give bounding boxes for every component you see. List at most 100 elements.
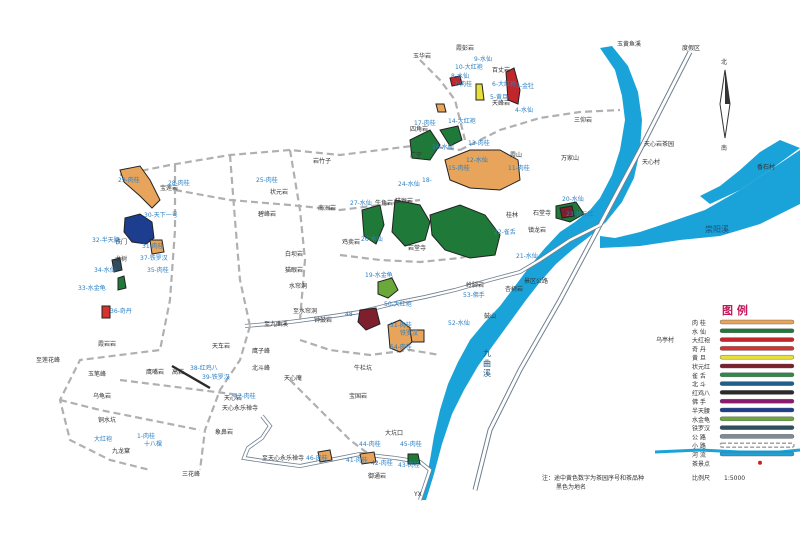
- legend-item-label: 公 路: [692, 433, 706, 441]
- legend-item-label: 大红袍: [692, 337, 710, 345]
- place-label: 水帘洞: [289, 282, 307, 290]
- legend-item-label: 铁罗汉: [692, 425, 710, 433]
- legend-dot-icon: [758, 460, 762, 465]
- legend-swatch: [719, 390, 795, 395]
- plot-label: 32-半天腰: [92, 236, 120, 244]
- place-label: 玉华岩: [413, 52, 431, 60]
- legend-item-label: 佛 手: [692, 398, 706, 406]
- plot-label: 大红袍: [94, 435, 112, 443]
- place-label: 钟鼓岩: [314, 316, 332, 324]
- legend-swatch: [719, 451, 795, 457]
- plot-label: 25-肉桂: [256, 176, 278, 184]
- plot-label: 27-水仙: [350, 199, 372, 207]
- place-label: 天心岩: [224, 394, 242, 402]
- place-label: 牛角岩: [375, 199, 393, 207]
- note-line-1: 注：途中黄色数字为茶园序号和茶品种: [542, 474, 644, 482]
- plot-label: 48-: [345, 311, 355, 318]
- legend-swatch: [719, 434, 795, 439]
- plot-cinnamon: [119, 165, 161, 209]
- plot-label: 28-肉桂: [168, 179, 190, 187]
- place-label: 北斗峰: [252, 364, 270, 372]
- place-label: 霞彭岩: [456, 44, 474, 52]
- plot-label: 36-奇丹: [110, 307, 132, 315]
- plot-label: 20-水仙: [562, 195, 584, 203]
- plot-label: 铁罗汉: [400, 329, 418, 337]
- place-label: 铁门: [115, 238, 127, 246]
- place-label: 岭脚岩: [466, 281, 484, 289]
- plot-label: 23-状元红: [566, 210, 594, 218]
- legend-swatch: [719, 337, 795, 342]
- plot-label: 14-大红袍: [448, 117, 476, 125]
- place-label: 高岩: [172, 368, 184, 376]
- scale-label: 比例尺: [692, 474, 710, 482]
- legend-item-label: 半天腰: [692, 407, 710, 415]
- place-label: 霞山: [510, 151, 522, 159]
- path-11: [119, 378, 241, 397]
- place-label: 乌亭村: [656, 336, 674, 344]
- plot-shuixian: [409, 129, 441, 161]
- plot-label: 12-水仙: [466, 156, 488, 164]
- place-labels: 玉华岩霞彭岩玉黄鱼溪度假区百丈岩天峰岩四角岩广宁三仰岩天心岩茶园天心村万家山霞山…: [36, 40, 775, 480]
- river-label-chongyang: 崇阳溪: [705, 224, 729, 234]
- compass-south: 南: [721, 144, 727, 152]
- plot-shuixian: [439, 125, 463, 147]
- place-label: 玉笔峰: [88, 370, 106, 378]
- path-13: [59, 398, 201, 432]
- place-label: 杏树岩: [505, 285, 523, 293]
- plot-daihongpao: [449, 75, 463, 87]
- place-label: 鼓山: [484, 312, 496, 320]
- place-label: 猫眼岩: [285, 266, 303, 274]
- plot-shuixian: [429, 204, 501, 259]
- plot-daihongpao: [357, 307, 381, 331]
- plot-label: 4-水仙: [515, 106, 533, 114]
- plot-label: 24-水仙: [398, 180, 420, 188]
- place-label: 天心永乐禅寺: [222, 404, 258, 412]
- place-label: 宝莲岩: [160, 184, 178, 192]
- plot-label: 13-肉桂: [468, 139, 490, 147]
- plot-label: 45-肉桂: [400, 440, 422, 448]
- place-label: 鹰子峰: [252, 347, 270, 355]
- river-label-jiuqu-1: 九: [483, 349, 491, 358]
- plot-label: 18-: [422, 177, 432, 184]
- path-6: [228, 154, 252, 327]
- plot-cinnamon: [317, 449, 333, 463]
- place-label: 三仰岩: [574, 116, 592, 124]
- plot-label: 38-红鸡八: [190, 364, 218, 372]
- plot-label: 43-肉桂: [398, 461, 420, 469]
- place-label: 岩堂寺: [408, 244, 426, 252]
- place-label: 霞岩岩: [98, 340, 116, 348]
- place-label: 龙树: [115, 255, 127, 263]
- legend-swatch: [719, 363, 795, 369]
- place-label: 度假区: [682, 44, 700, 52]
- plot-label: 1-肉桂: [137, 432, 155, 440]
- plot-label: 47-肉桂: [234, 392, 256, 400]
- place-label: 至九曲溪: [264, 320, 288, 328]
- plot-cinnamon: [444, 149, 521, 191]
- road-main-2-inner: [244, 223, 601, 328]
- path-12: [339, 248, 491, 264]
- path-8: [198, 325, 252, 471]
- place-label: 至莲花峰: [36, 356, 60, 364]
- plot-cinnamon: [435, 103, 447, 113]
- plot-label: 39-铁罗汉: [202, 373, 230, 381]
- place-label: 鹰嘴岩: [146, 368, 164, 376]
- plot-zhuangyuanhong: [559, 205, 575, 219]
- tea-plots: [101, 67, 585, 465]
- place-label: 四角岩: [410, 125, 428, 133]
- legend-item-label: 奇 丹: [692, 345, 706, 353]
- compass-north: 北: [721, 58, 727, 66]
- plot-cinnamon: [359, 451, 377, 465]
- place-label: 天心村: [642, 158, 660, 166]
- legend-item-label: 黄 旦: [692, 354, 706, 362]
- legend-item-label: 状元红: [692, 363, 710, 371]
- plot-cinnamon: [149, 239, 165, 255]
- plot-label: 22-雀舌: [494, 228, 516, 236]
- legend-item-label: 北 斗: [692, 381, 706, 389]
- legend-title: 图 例: [722, 303, 748, 317]
- legend-swatch: [719, 442, 795, 448]
- plot-shuixian: [407, 453, 421, 465]
- plot-label: 10-大红袍: [455, 63, 483, 71]
- plot-label: 15-肉桂: [448, 164, 470, 172]
- legend-item-label: 水金龟: [692, 416, 710, 424]
